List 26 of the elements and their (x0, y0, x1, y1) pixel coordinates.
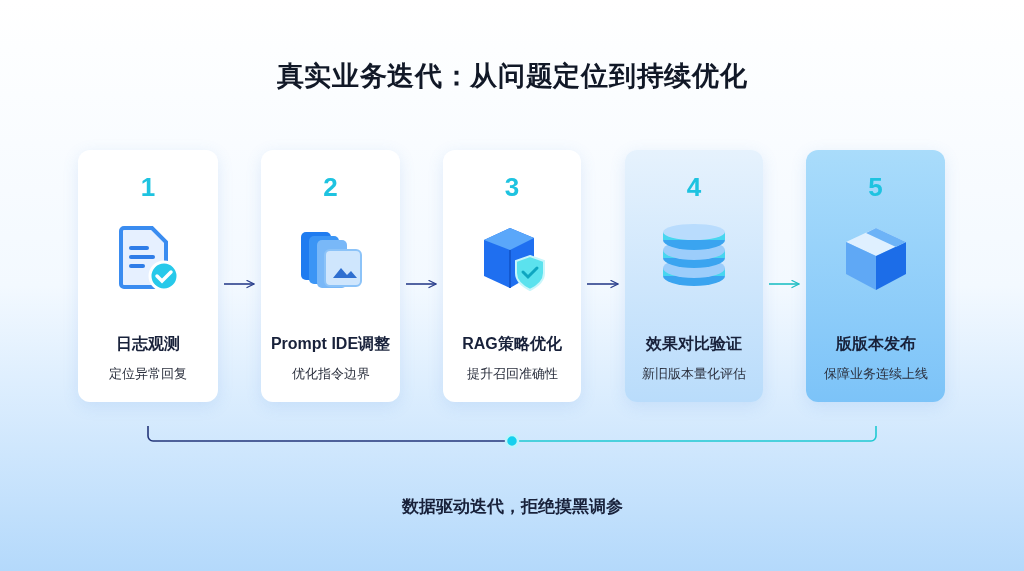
title: 真实业务迭代：从问题定位到持续优化 (276, 60, 748, 93)
arrow (586, 279, 619, 289)
step-card (261, 150, 400, 402)
step-card (806, 150, 945, 402)
step-title: Prompt IDE调整 (270, 334, 391, 354)
step-number: 1 (140, 171, 156, 204)
step-title: 版版本发布 (835, 334, 916, 354)
step-description: 优化指令边界 (291, 365, 370, 383)
step-number: 2 (323, 171, 338, 204)
step-description: 提升召回准确性 (466, 365, 558, 383)
arrow (768, 279, 800, 289)
step-description: 保障业务连续上线 (823, 365, 928, 383)
step-number: 3 (504, 171, 520, 204)
step-number: 5 (868, 171, 883, 204)
step-title: 效果对比验证 (646, 334, 742, 354)
step-number: 4 (686, 171, 702, 204)
step-description: 定位异常回复 (109, 365, 187, 383)
step-title: RAG策略优化 (462, 334, 562, 354)
step-card (443, 150, 581, 402)
step-title: 日志观测 (116, 334, 180, 354)
step-description: 新旧版本量化评估 (642, 365, 746, 383)
arrow (223, 279, 255, 289)
arrow (405, 279, 437, 289)
step-card (78, 150, 218, 402)
step-card (625, 150, 763, 402)
caption: 数据驱动迭代，拒绝摸黑调参 (401, 496, 623, 518)
